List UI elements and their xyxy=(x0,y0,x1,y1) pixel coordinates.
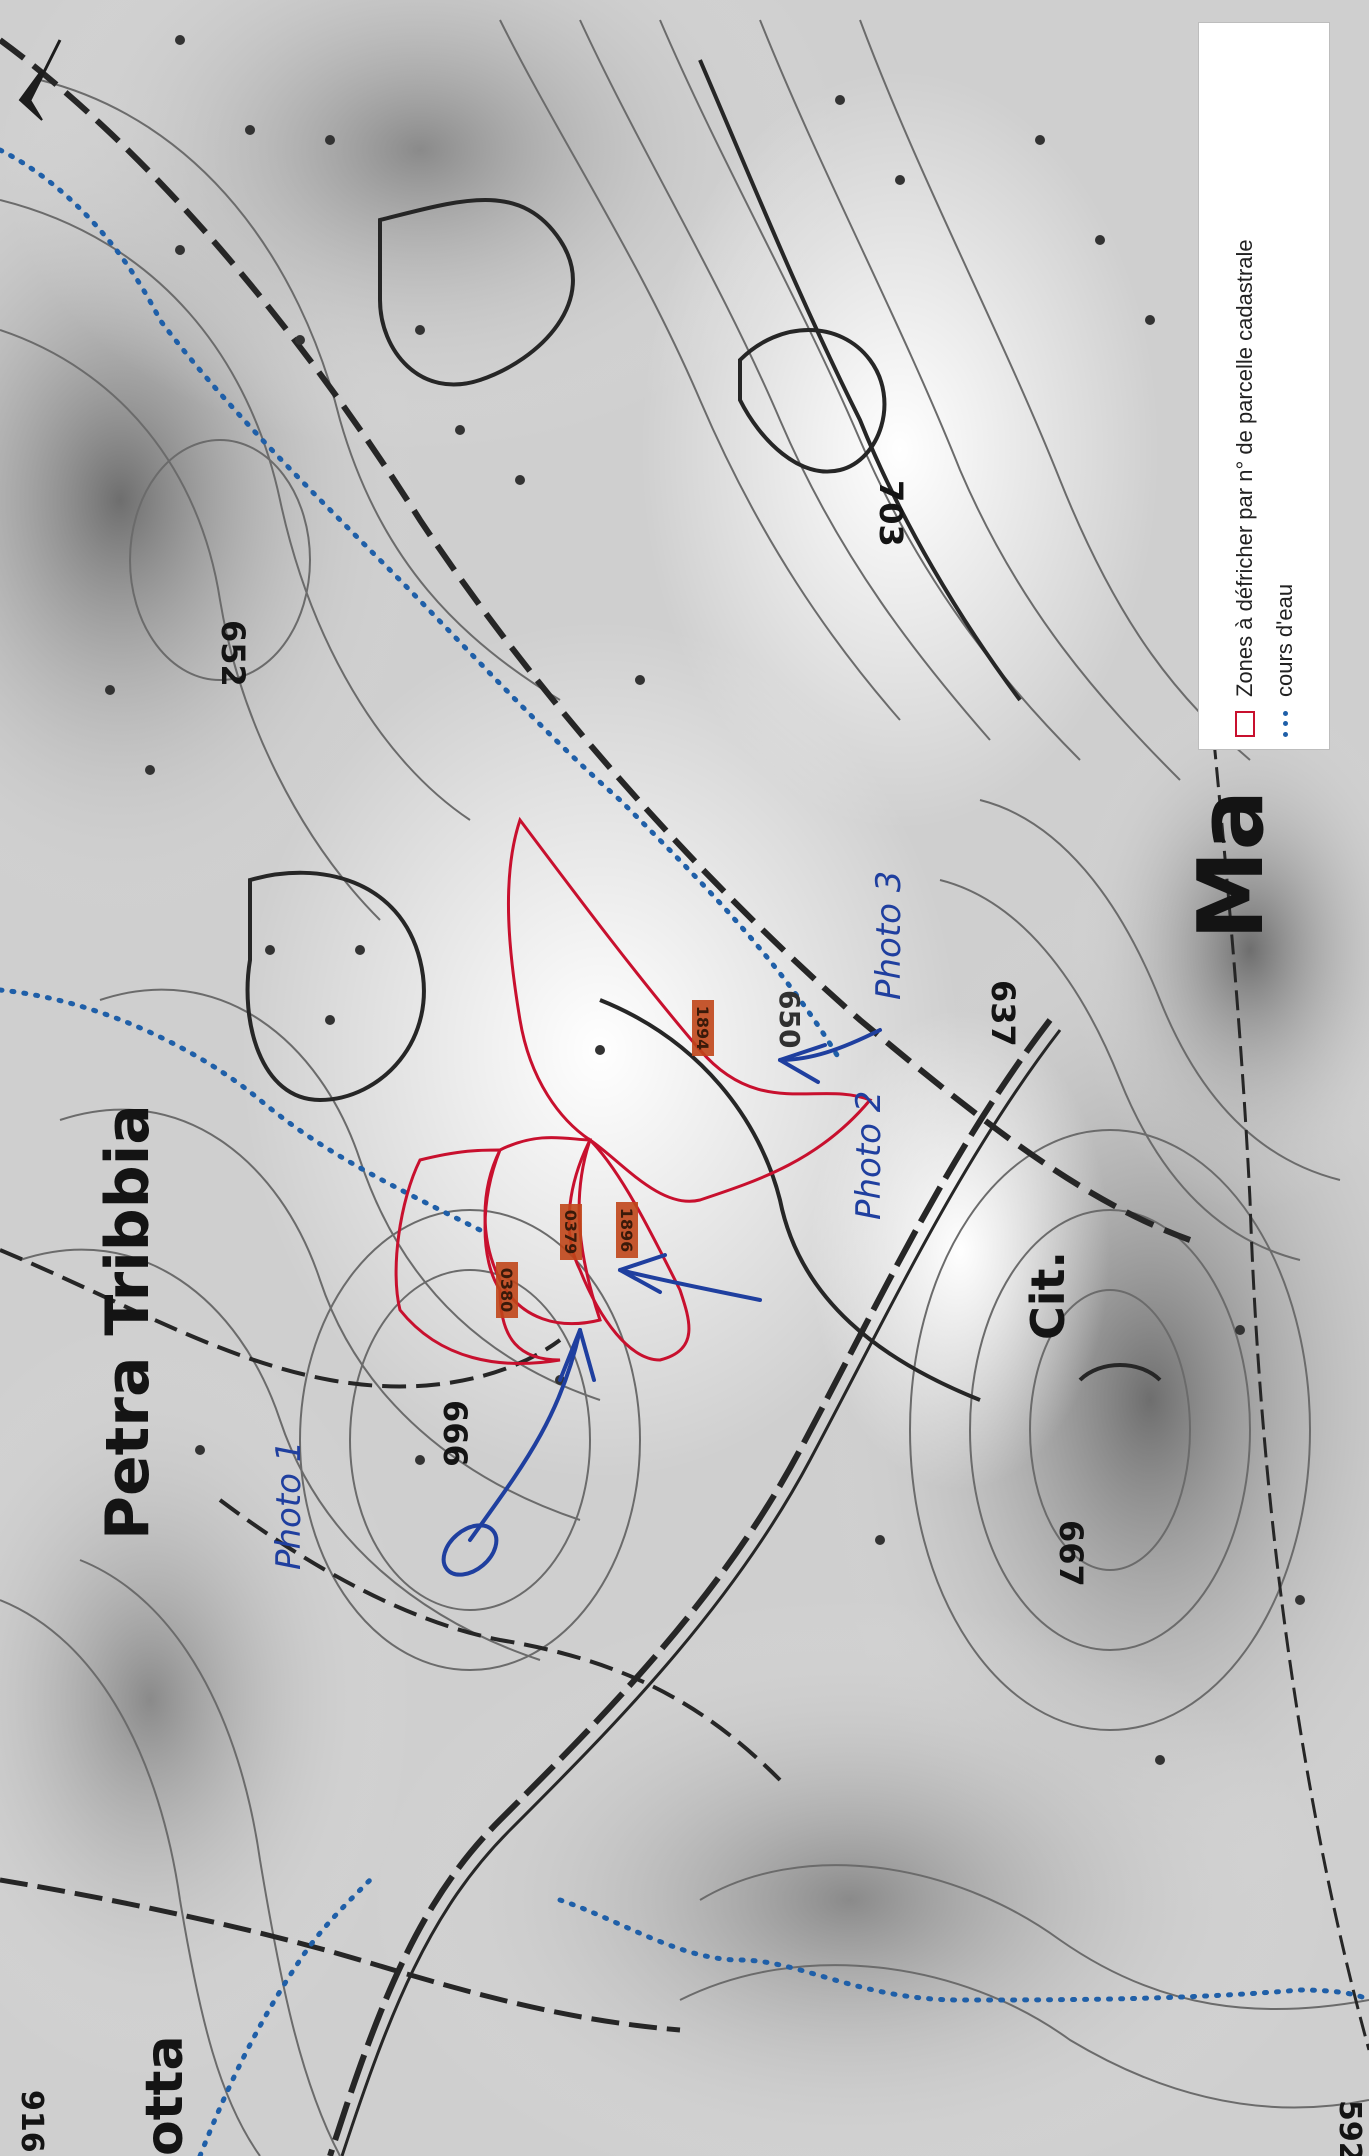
roads xyxy=(0,37,1369,2156)
parcel-label-1894: 1894 xyxy=(693,1006,712,1051)
place-name-ma: Ma xyxy=(1179,790,1284,940)
place-name-otta: otta xyxy=(135,2035,195,2156)
parcel-labels: 1894 1896 0379 0380 xyxy=(496,1000,714,1318)
photo-1-label: Photo 1 xyxy=(269,1441,309,1570)
elevation-650: 650 xyxy=(773,990,806,1048)
zone-parcel-0379 xyxy=(483,1136,602,1326)
north-arrow-icon xyxy=(18,39,62,121)
parcel-label-1896: 1896 xyxy=(617,1208,636,1253)
spot-elevations: 652 666 667 703 637 650 916 592 xyxy=(14,480,1367,2156)
contour-lines xyxy=(0,19,1369,2156)
elevation-703: 703 xyxy=(872,480,910,547)
legend-zones-label: Zones à défricher par n° de parcelle cad… xyxy=(1232,239,1257,697)
zone-parcel-1894 xyxy=(506,816,873,1203)
elevation-637: 637 xyxy=(984,980,1022,1047)
zone-parcel-0380 xyxy=(394,1148,561,1365)
place-names: Petra Tribbia Cit. Ma otta xyxy=(93,790,1284,2156)
photo-2-label: Photo 2 xyxy=(849,1091,889,1220)
photo-1-arrow xyxy=(468,1328,582,1542)
legend-water-label: cours d'eau xyxy=(1272,583,1297,697)
elevation-666: 666 xyxy=(436,1400,474,1467)
photo-3-label: Photo 3 xyxy=(869,871,909,1000)
parcel-label-0380: 0380 xyxy=(497,1268,516,1313)
elevation-592: 592 xyxy=(1332,2100,1367,2156)
parcel-label-0379: 0379 xyxy=(561,1210,580,1255)
watercourses xyxy=(0,147,1369,2156)
elevation-652: 652 xyxy=(214,620,252,687)
place-name-petra-tribbia: Petra Tribbia xyxy=(93,1104,163,1540)
watercourse-swatch-icon xyxy=(1282,711,1288,737)
elevation-667: 667 xyxy=(1052,1520,1090,1587)
map-legend: Zones à défricher par n° de parcelle cad… xyxy=(1198,22,1330,750)
photo-3-arrow xyxy=(778,1028,882,1062)
photo-annotations xyxy=(441,1028,882,1577)
place-name-cit: Cit. xyxy=(1021,1251,1075,1340)
elevation-916: 916 xyxy=(14,2090,49,2153)
vegetation-symbols xyxy=(105,35,1305,1765)
legend-item-water: cours d'eau xyxy=(1265,23,1305,737)
photo-2-arrow xyxy=(618,1268,762,1302)
photo-labels: Photo 1 Photo 2 Photo 3 xyxy=(269,871,909,1570)
zone-swatch-icon xyxy=(1235,711,1255,737)
legend-item-zones: Zones à défricher par n° de parcelle cad… xyxy=(1225,23,1265,737)
